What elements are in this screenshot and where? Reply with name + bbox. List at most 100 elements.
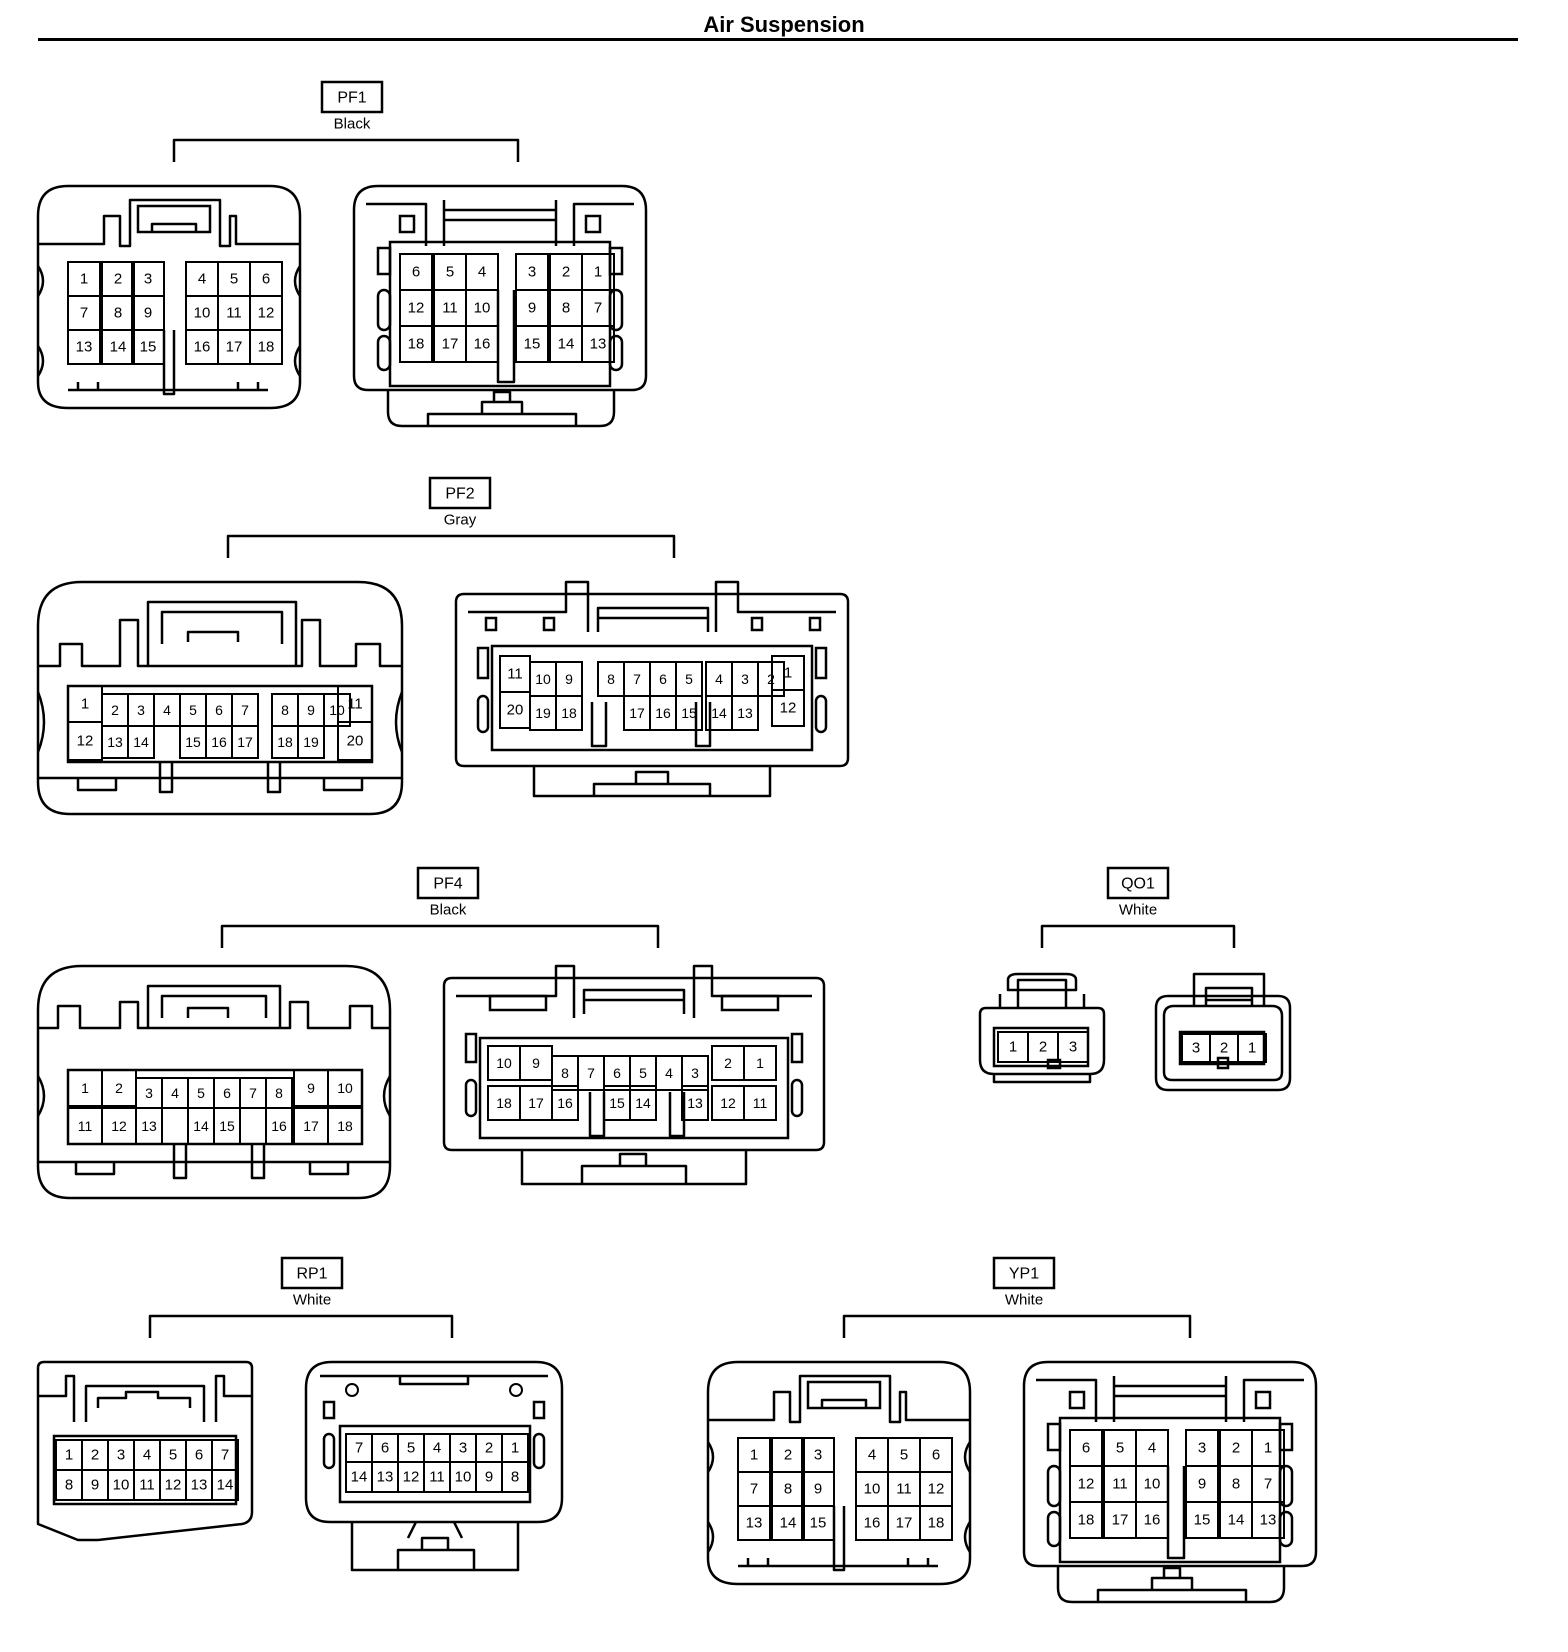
pin-number: 5 <box>230 271 238 288</box>
pin-number: 7 <box>241 702 249 718</box>
outline <box>582 988 686 1014</box>
outline <box>172 138 520 162</box>
pin-number: 12 <box>720 1095 736 1111</box>
shape <box>1185 1501 1219 1539</box>
pin-number: 7 <box>80 305 88 322</box>
outline <box>496 290 516 384</box>
outline <box>832 1506 846 1572</box>
pin-number: 5 <box>446 264 454 281</box>
outline <box>532 766 772 798</box>
pin-number: 9 <box>532 1055 540 1071</box>
outline <box>36 691 404 753</box>
pin-number: 18 <box>561 705 577 721</box>
shape <box>581 325 615 363</box>
pin-number: 9 <box>814 1481 822 1498</box>
outline <box>38 1160 390 1176</box>
outline <box>442 976 826 1152</box>
pin-number: 3 <box>144 271 152 288</box>
shape <box>509 1383 523 1397</box>
outline <box>36 265 302 377</box>
pin-number: 9 <box>565 671 573 687</box>
pin-number: 8 <box>65 1477 73 1494</box>
pin-number: 7 <box>355 1440 363 1457</box>
pin-number: 3 <box>1069 1039 1077 1056</box>
shape <box>629 1085 657 1121</box>
pin-number: 15 <box>219 1118 235 1134</box>
pin-number: 15 <box>609 1095 625 1111</box>
shape <box>806 1380 882 1410</box>
pin-number: 12 <box>258 305 275 322</box>
shape <box>814 694 828 734</box>
pin-number: 11 <box>896 1481 912 1498</box>
pin-number: 17 <box>896 1515 913 1532</box>
shape <box>737 1505 771 1541</box>
pin-number: 10 <box>194 305 211 322</box>
pin-number: 11 <box>139 1477 155 1494</box>
pin-number: 1 <box>1264 1440 1272 1457</box>
outline <box>36 184 302 410</box>
shape <box>213 1107 241 1145</box>
pin-number: 13 <box>1260 1512 1277 1529</box>
pin-number: 16 <box>864 1515 881 1532</box>
pin-number: 17 <box>237 734 253 750</box>
outline <box>596 606 710 632</box>
shape <box>136 204 212 234</box>
pin-number: 17 <box>226 339 243 356</box>
shape <box>1046 1422 1062 1452</box>
pin-number: 1 <box>80 271 88 288</box>
shape <box>322 1400 336 1420</box>
shape <box>542 616 556 632</box>
pin-number: 7 <box>587 1065 595 1081</box>
outline <box>36 964 392 1200</box>
outline <box>1162 1004 1284 1082</box>
outline <box>1040 924 1236 948</box>
shape <box>249 329 283 365</box>
shape <box>992 1256 1056 1290</box>
pin-number: 13 <box>76 339 93 356</box>
outline <box>36 1075 392 1117</box>
outline <box>1006 972 1078 1008</box>
pin-number: 18 <box>258 339 275 356</box>
outline <box>1154 994 1292 1092</box>
pin-number: 8 <box>281 702 289 718</box>
shape <box>555 695 583 731</box>
pin-number: 18 <box>496 1095 512 1111</box>
pin-number: 4 <box>198 271 206 288</box>
shape <box>814 646 828 680</box>
pin-number: 15 <box>810 1515 827 1532</box>
pin-number: 9 <box>528 300 536 317</box>
pin-number: 14 <box>217 1477 234 1494</box>
shape <box>532 1432 546 1470</box>
pin-number: 16 <box>474 336 491 353</box>
pin-number: 12 <box>111 1118 127 1134</box>
pin-number: 6 <box>381 1440 389 1457</box>
shape <box>675 695 703 731</box>
pin-number: 20 <box>347 733 364 750</box>
shape <box>1278 1464 1294 1508</box>
pin-number: 14 <box>558 336 575 353</box>
shape <box>1254 1390 1272 1410</box>
pin-number: 4 <box>478 264 486 281</box>
pin-number: 1 <box>756 1055 764 1071</box>
pin-number: 2 <box>1039 1039 1047 1056</box>
shape <box>1278 1422 1294 1452</box>
outline <box>350 1521 520 1572</box>
shape <box>1251 1501 1285 1539</box>
pin-number: 9 <box>307 1080 315 1096</box>
pin-number: 14 <box>1228 1512 1245 1529</box>
outline <box>842 1314 1192 1338</box>
outline <box>304 1360 564 1524</box>
shape <box>327 1069 363 1107</box>
shape <box>1058 1416 1282 1564</box>
page-title: Air Suspension <box>703 12 865 37</box>
connector-color: White <box>1005 1292 1043 1309</box>
outline <box>38 776 402 792</box>
pin-number: 10 <box>455 1469 472 1486</box>
pin-number: 10 <box>864 1481 881 1498</box>
pin-number: 14 <box>635 1095 651 1111</box>
